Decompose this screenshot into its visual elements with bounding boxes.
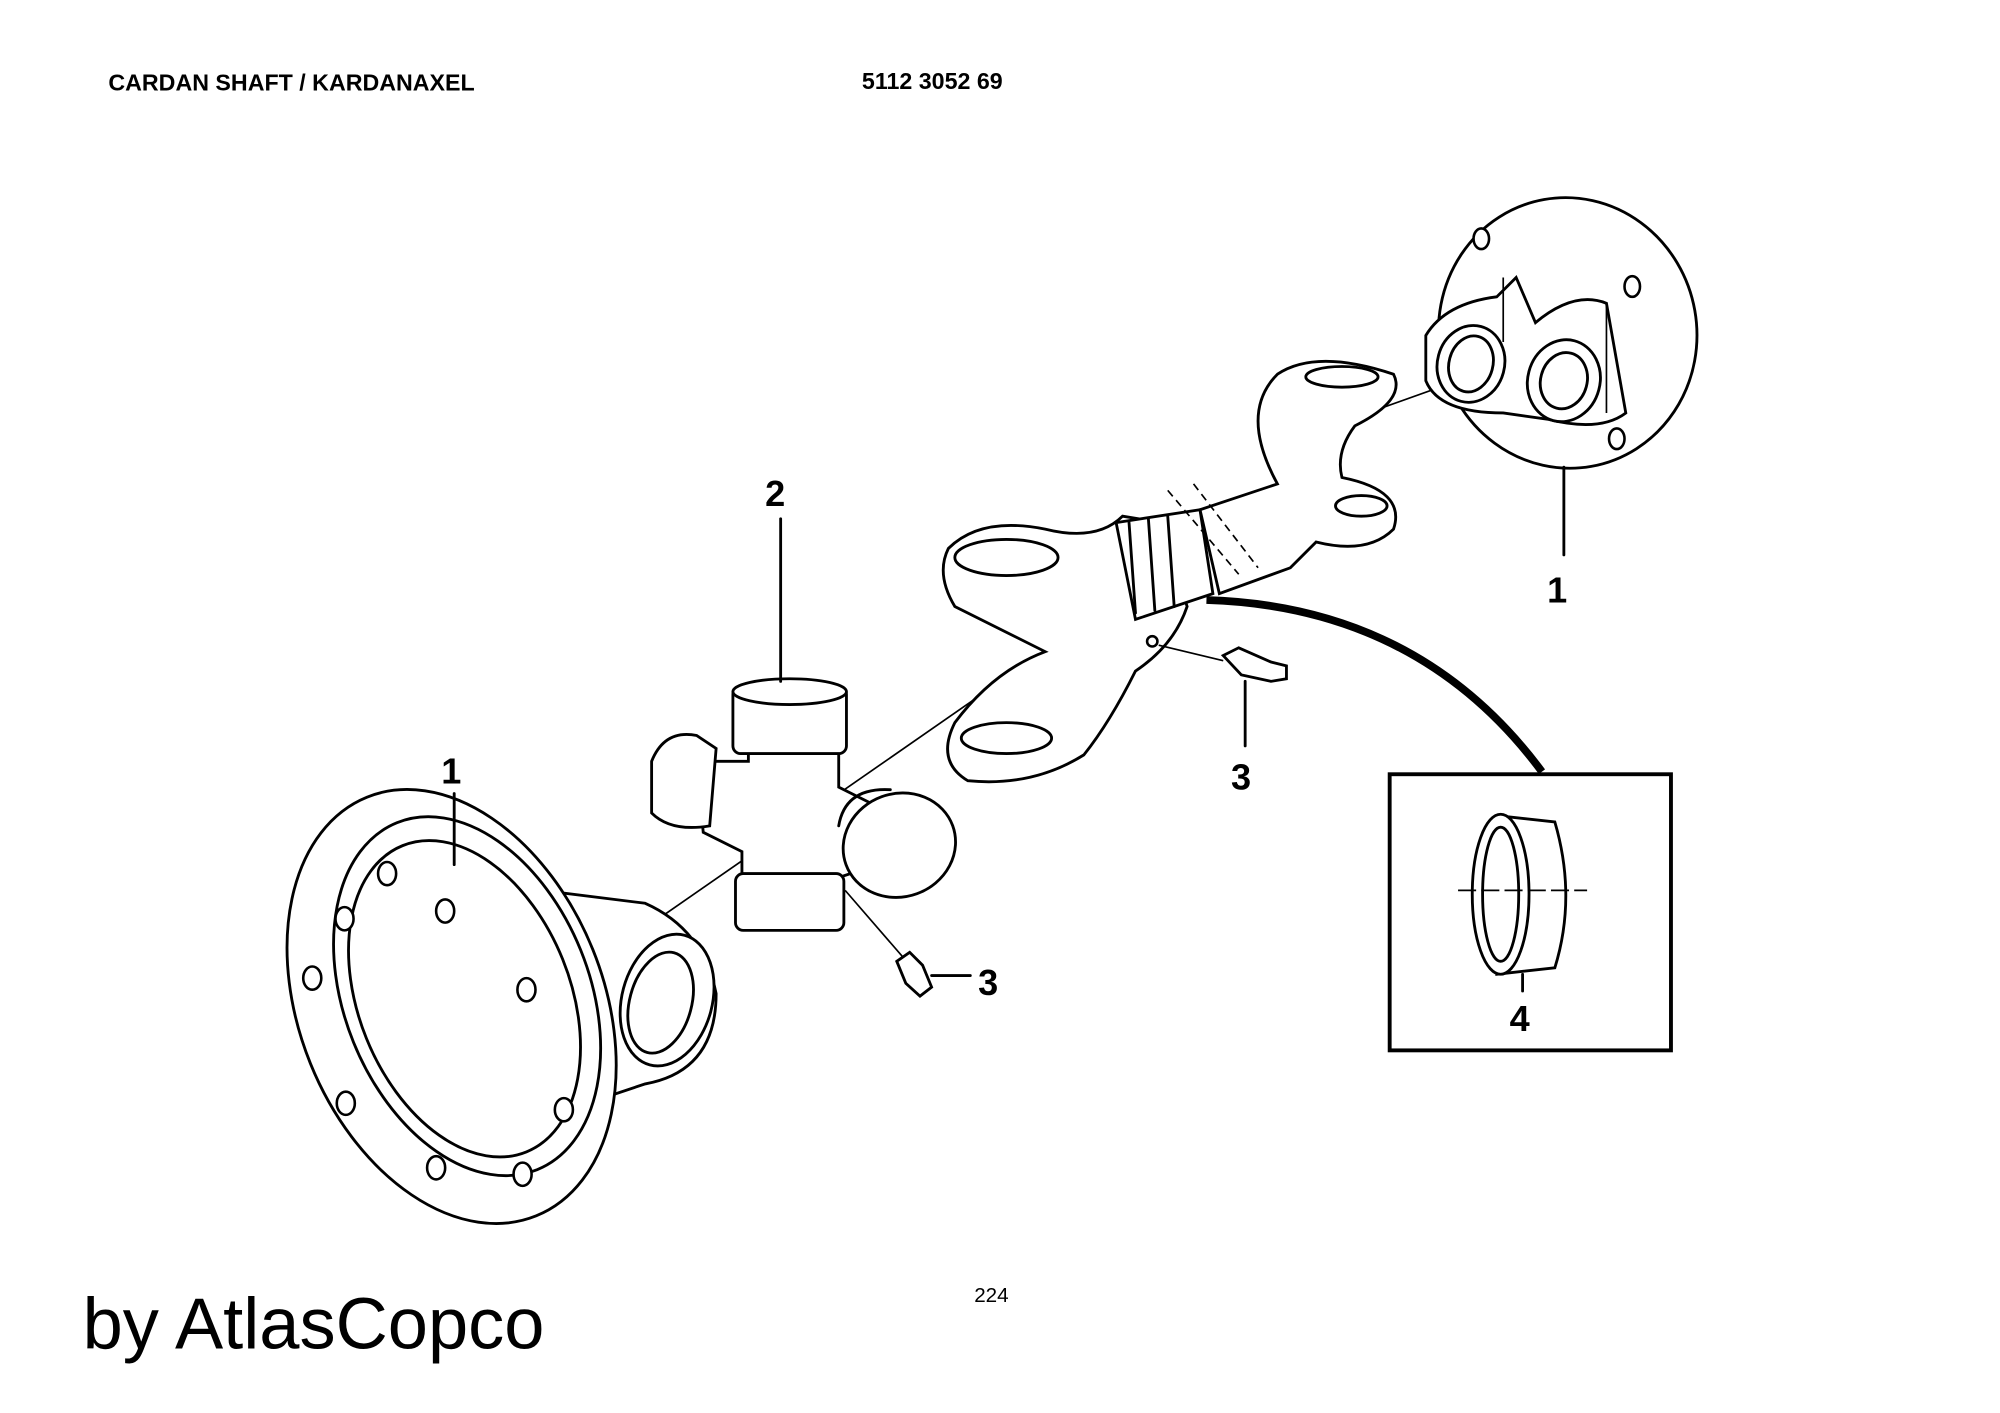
callout-3-upper: 3 (1231, 757, 1251, 798)
right-flange-yoke (1424, 196, 1699, 470)
universal-joint-spider (650, 677, 957, 932)
flange-bolt-holes (301, 860, 575, 1188)
callout-2: 2 (765, 473, 785, 514)
callout-3-lower: 3 (978, 962, 998, 1003)
page-title: CARDAN SHAFT / KARDANAXEL (108, 69, 474, 95)
ring-detail-inset (1387, 772, 1673, 1053)
left-flange-yoke (285, 788, 718, 1225)
callout-1-left: 1 (441, 750, 461, 791)
callout-1-right: 1 (1547, 570, 1567, 611)
grease-nipple-lower (844, 889, 934, 999)
page-number: 224 (974, 1284, 1008, 1307)
grease-nipple-upper (1158, 644, 1288, 683)
brand-watermark: by AtlasCopco (83, 1284, 545, 1364)
part-number: 5112 3052 69 (862, 68, 1003, 94)
shaft-yoke (941, 359, 1398, 784)
callout-4: 4 (1510, 998, 1530, 1039)
callout-leaders (452, 465, 1566, 993)
inset-leader (1206, 596, 1546, 774)
